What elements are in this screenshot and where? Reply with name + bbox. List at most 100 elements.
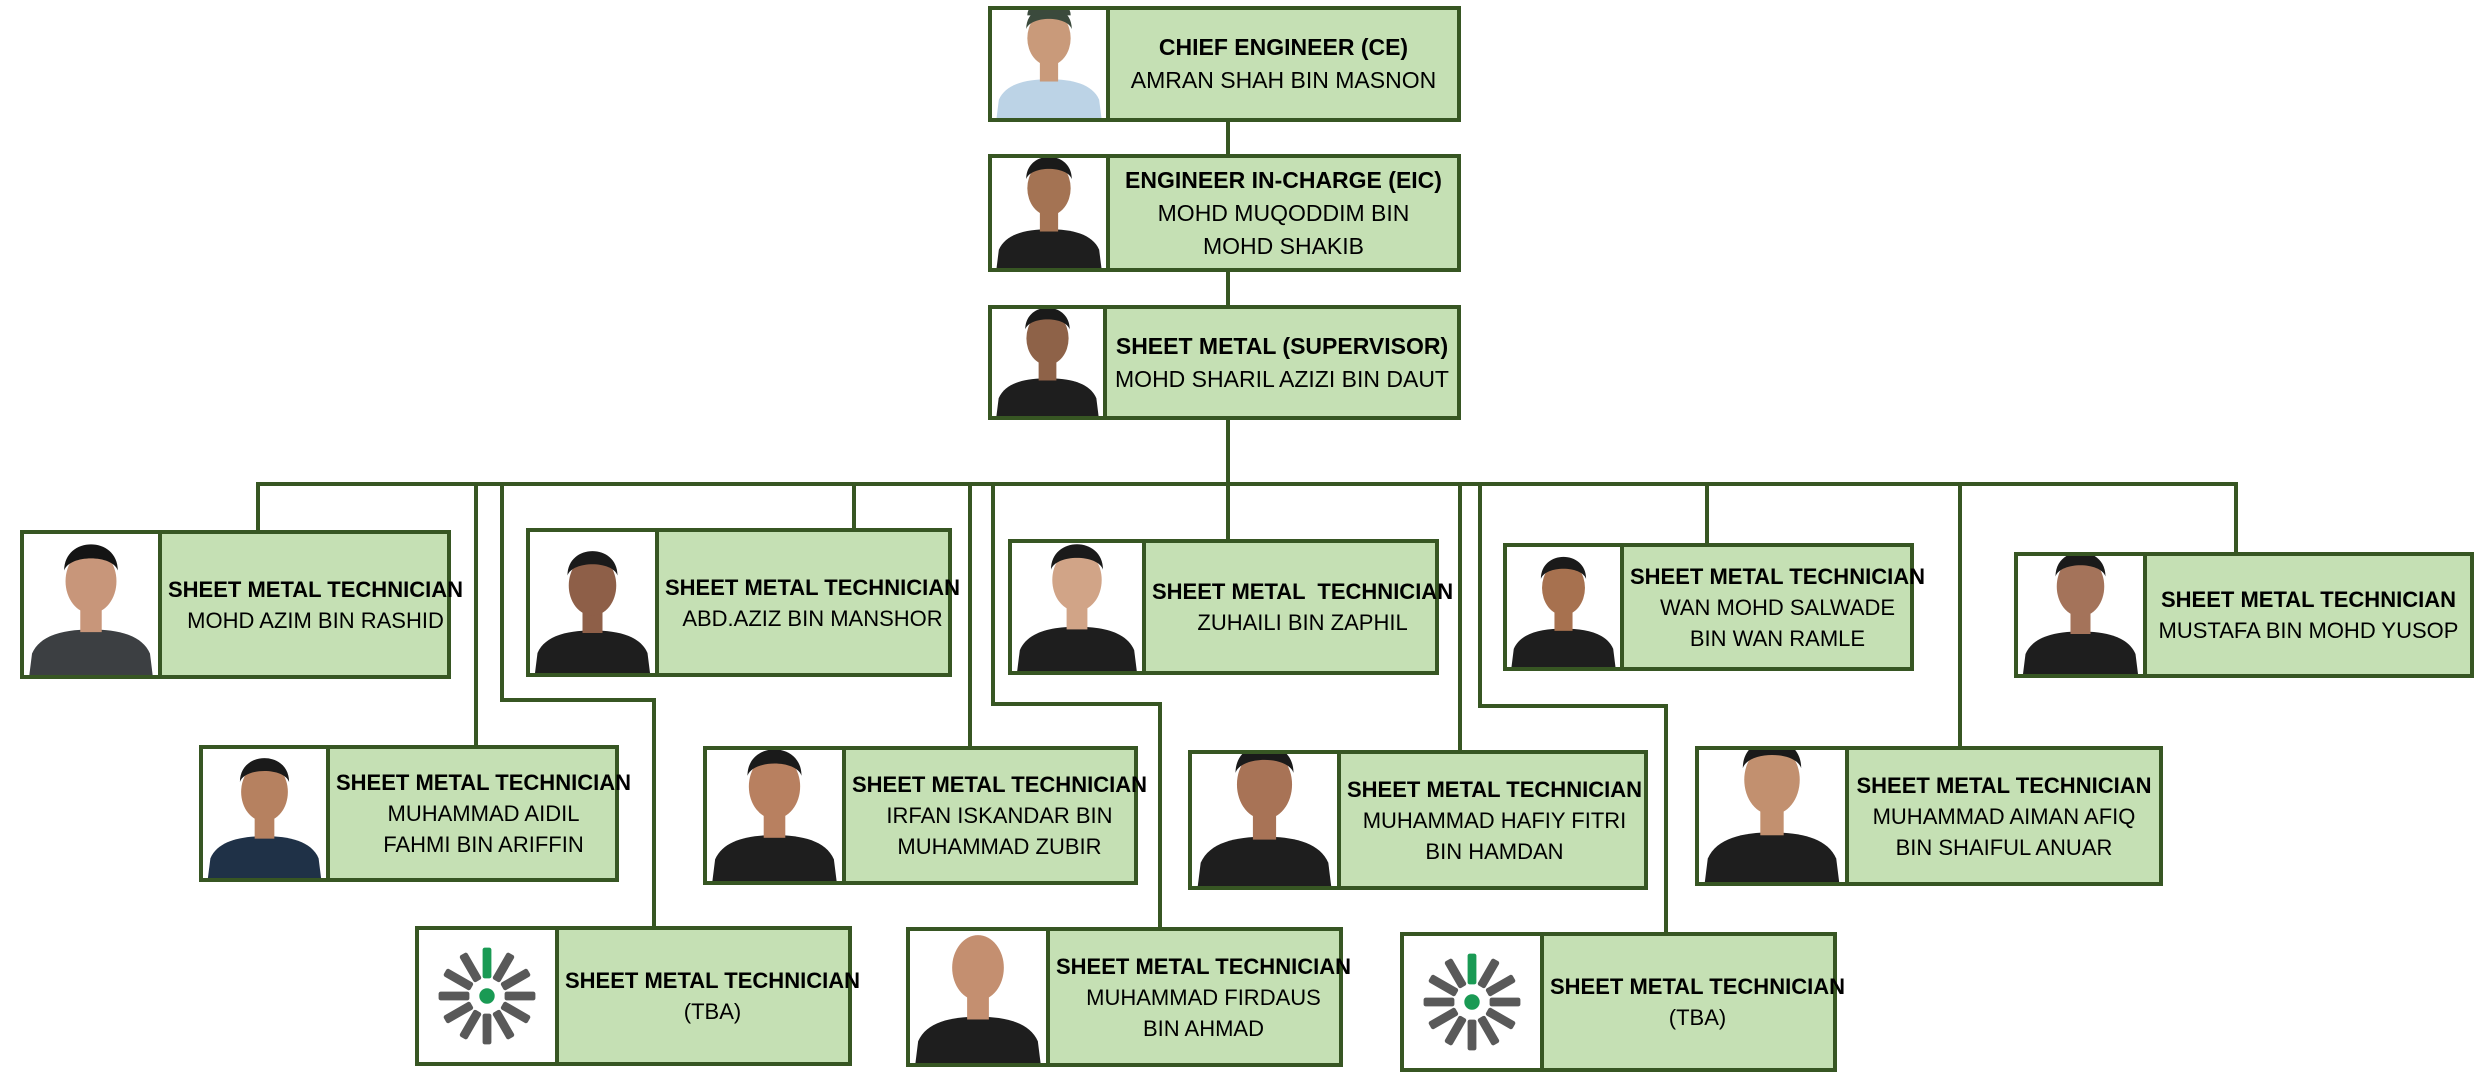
spinner-petal bbox=[1489, 997, 1521, 1007]
hair bbox=[747, 750, 802, 776]
spinner-petal bbox=[500, 1001, 531, 1024]
person-name: WAN MOHD SALWADE BIN WAN RAMLE bbox=[1659, 594, 1896, 651]
connector-to-tech-11 bbox=[991, 482, 1162, 931]
avatar bbox=[1192, 754, 1341, 886]
avatar bbox=[707, 750, 846, 881]
connector-to-tech-10 bbox=[500, 482, 656, 930]
hair bbox=[2055, 556, 2106, 577]
shoulders bbox=[996, 79, 1102, 118]
card-text: SHEET METAL TECHNICIAN ZUHAILI BIN ZAPHIL bbox=[1146, 543, 1459, 671]
position-title: SHEET METAL TECHNICIAN bbox=[336, 770, 631, 795]
placeholder-photo bbox=[1404, 936, 1544, 1068]
face bbox=[568, 555, 617, 616]
shoulders bbox=[712, 835, 837, 881]
shoulders bbox=[996, 378, 1099, 416]
shoulders bbox=[915, 1016, 1041, 1063]
card-text: SHEET METAL TECHNICIAN(TBA) bbox=[1544, 936, 1851, 1068]
hair bbox=[567, 551, 618, 576]
shoulders bbox=[1017, 626, 1137, 671]
shoulders bbox=[207, 836, 322, 878]
position-title: SHEET METAL TECHNICIAN bbox=[1550, 974, 1845, 999]
person-name: ZUHAILI BIN ZAPHIL bbox=[1197, 610, 1408, 635]
avatar-silhouette bbox=[29, 544, 153, 675]
avatar-silhouette bbox=[915, 935, 1041, 1063]
spinner-petal bbox=[438, 991, 470, 1001]
avatar-silhouette bbox=[1197, 754, 1332, 886]
face bbox=[1744, 750, 1800, 815]
face bbox=[952, 935, 1004, 1001]
avatar bbox=[1699, 750, 1849, 882]
hair bbox=[1026, 158, 1072, 180]
spinner-petal bbox=[1428, 974, 1459, 997]
spinner-petal bbox=[492, 1009, 515, 1040]
face bbox=[748, 754, 801, 819]
face bbox=[241, 762, 288, 822]
hair bbox=[64, 544, 118, 571]
shoulders bbox=[29, 629, 153, 675]
face bbox=[1027, 10, 1071, 66]
spinner-petal bbox=[482, 947, 492, 979]
cap bbox=[1027, 10, 1071, 16]
hair bbox=[1540, 556, 1587, 579]
shoulders bbox=[996, 229, 1102, 268]
avatar bbox=[1507, 547, 1624, 667]
hair bbox=[1742, 750, 1802, 769]
face bbox=[65, 549, 117, 614]
spinner-petal bbox=[1485, 974, 1516, 997]
avatar-silhouette bbox=[996, 309, 1099, 416]
avatar bbox=[992, 158, 1110, 268]
card-engineer-in-charge: ENGINEER IN-CHARGE (EIC)MOHD MUQODDIM BI… bbox=[988, 154, 1461, 272]
position-title: SHEET METAL TECHNICIAN bbox=[1630, 563, 1925, 589]
avatar bbox=[992, 309, 1107, 416]
shoulders bbox=[1197, 836, 1332, 886]
person-name: MUSTAFA BIN MOHD YUSOP bbox=[2158, 618, 2459, 643]
avatar bbox=[24, 534, 162, 675]
spinner-petal bbox=[1423, 997, 1455, 1007]
avatar-silhouette bbox=[996, 158, 1102, 268]
spinner-petal bbox=[1467, 953, 1477, 985]
avatar bbox=[992, 10, 1110, 118]
spinner-petal bbox=[1467, 1019, 1477, 1051]
card-text: SHEET METAL TECHNICIAN WAN MOHD SALWADE B… bbox=[1624, 547, 1931, 667]
placeholder-photo bbox=[419, 930, 559, 1062]
avatar-silhouette bbox=[535, 551, 650, 673]
spinner-petal bbox=[1428, 1007, 1459, 1030]
shoulders bbox=[535, 630, 650, 673]
spinner-petal bbox=[459, 1009, 482, 1040]
person-name: MUHAMMAD AIMAN AFIQ BIN SHAIFUL ANUAR bbox=[1872, 803, 2136, 860]
card-text: ENGINEER IN-CHARGE (EIC)MOHD MUQODDIM BI… bbox=[1110, 158, 1457, 268]
person-name: IRFAN ISKANDAR BIN MUHAMMAD ZUBIR bbox=[886, 803, 1113, 859]
position-title: SHEET METAL TECHNICIAN bbox=[1152, 579, 1454, 604]
spinner-petal bbox=[1485, 1007, 1516, 1030]
spinner-petal bbox=[443, 968, 474, 991]
spinner-petal bbox=[1477, 1015, 1500, 1046]
position-title: SHEET METAL TECHNICIAN bbox=[852, 772, 1147, 797]
avatar bbox=[910, 931, 1050, 1063]
face bbox=[1027, 160, 1071, 216]
avatar-silhouette bbox=[207, 758, 322, 878]
face bbox=[1052, 548, 1102, 612]
card-text: SHEET METAL TECHNICIAN MUSTAFA BIN MOHD Y… bbox=[2147, 556, 2470, 674]
spinner-petal bbox=[500, 968, 531, 991]
card-technician-7: SHEET METAL TECHNICIAN IRFAN ISKANDAR BIN… bbox=[703, 746, 1147, 885]
person-name: MUHAMMAD HAFIY FITRI BIN HAMDAN bbox=[1362, 807, 1627, 864]
spinner-petal bbox=[1477, 958, 1500, 989]
avatar bbox=[2018, 556, 2147, 674]
card-supervisor: SHEET METAL (SUPERVISOR)MOHD SHARIL AZIZ… bbox=[988, 305, 1461, 420]
hair bbox=[1051, 544, 1103, 570]
spinner-petal bbox=[1444, 958, 1467, 989]
card-text: SHEET METAL (SUPERVISOR)MOHD SHARIL AZIZ… bbox=[1107, 309, 1457, 416]
person-name: AMRAN SHAH BIN MASNON bbox=[1130, 67, 1437, 93]
face bbox=[1026, 311, 1069, 365]
position-title: SHEET METAL TECHNICIAN bbox=[2161, 587, 2456, 612]
placeholder-spinner-icon bbox=[1423, 953, 1521, 1051]
avatar bbox=[1012, 543, 1146, 671]
